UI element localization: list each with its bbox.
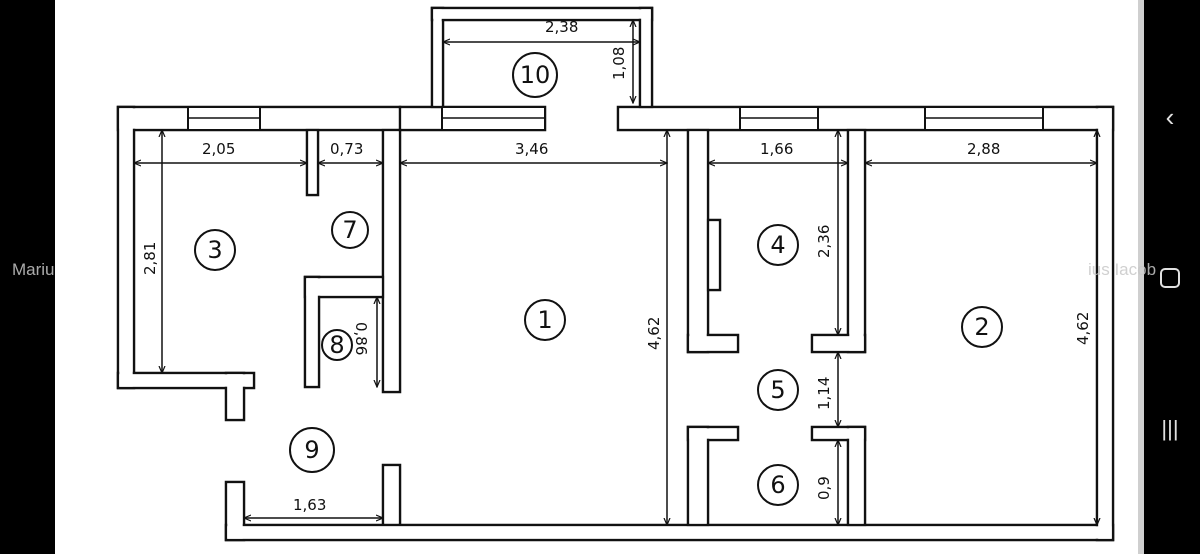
dim-room2-width: 2,88 — [967, 140, 1000, 158]
svg-text:4: 4 — [770, 231, 785, 259]
watermark-right: ius Iacob — [1088, 260, 1157, 279]
dim-balcony-width: 2,38 — [545, 18, 578, 36]
dim-room4-depth: 2,36 — [815, 225, 833, 258]
dim-balcony-depth: 1,08 — [610, 47, 628, 80]
svg-text:10: 10 — [520, 61, 551, 89]
room-1-label: 1 — [524, 299, 566, 341]
room-10-label: 10 — [512, 52, 558, 98]
svg-text:9: 9 — [304, 436, 319, 464]
dim-room5-depth: 1,14 — [815, 377, 833, 410]
dimension-lines — [134, 20, 1097, 525]
room-6-label: 6 — [757, 464, 799, 506]
room-5-label: 5 — [757, 369, 799, 411]
floor-plan-canvas — [55, 0, 1138, 554]
svg-text:8: 8 — [329, 331, 344, 359]
dim-room3-depth: 2,81 — [141, 242, 159, 275]
screen-edge — [1138, 0, 1144, 554]
dim-room6-depth: 0,9 — [815, 476, 833, 500]
dim-room3-width: 2,05 — [202, 140, 235, 158]
dim-room8-depth: 0,86 — [352, 322, 370, 355]
dim-room7-width: 0,73 — [330, 140, 363, 158]
watermark-left: Mariu — [12, 260, 55, 279]
dim-room2-depth: 4,62 — [1074, 312, 1092, 345]
walls — [116, 6, 1115, 542]
svg-text:2: 2 — [974, 313, 989, 341]
svg-text:3: 3 — [207, 236, 222, 264]
room-7-label: 7 — [331, 211, 369, 249]
room-3-label: 3 — [194, 229, 236, 271]
svg-text:5: 5 — [770, 376, 785, 404]
dim-room9-width: 1,63 — [293, 496, 326, 514]
room-9-label: 9 — [289, 427, 335, 473]
svg-text:1: 1 — [537, 306, 552, 334]
chevron-left-icon[interactable]: ‹ — [1165, 102, 1175, 132]
windows — [187, 106, 1044, 131]
recents-icon[interactable]: ||| — [1161, 416, 1179, 441]
dim-room4-width: 1,66 — [760, 140, 793, 158]
dim-room1-depth: 4,62 — [645, 317, 663, 350]
dim-room1-width: 3,46 — [515, 140, 548, 158]
room-8-label: 8 — [321, 329, 353, 361]
room-4-label: 4 — [757, 224, 799, 266]
svg-text:7: 7 — [342, 216, 357, 244]
home-icon[interactable] — [1155, 264, 1185, 295]
svg-text:6: 6 — [770, 471, 785, 499]
room-2-label: 2 — [961, 306, 1003, 348]
